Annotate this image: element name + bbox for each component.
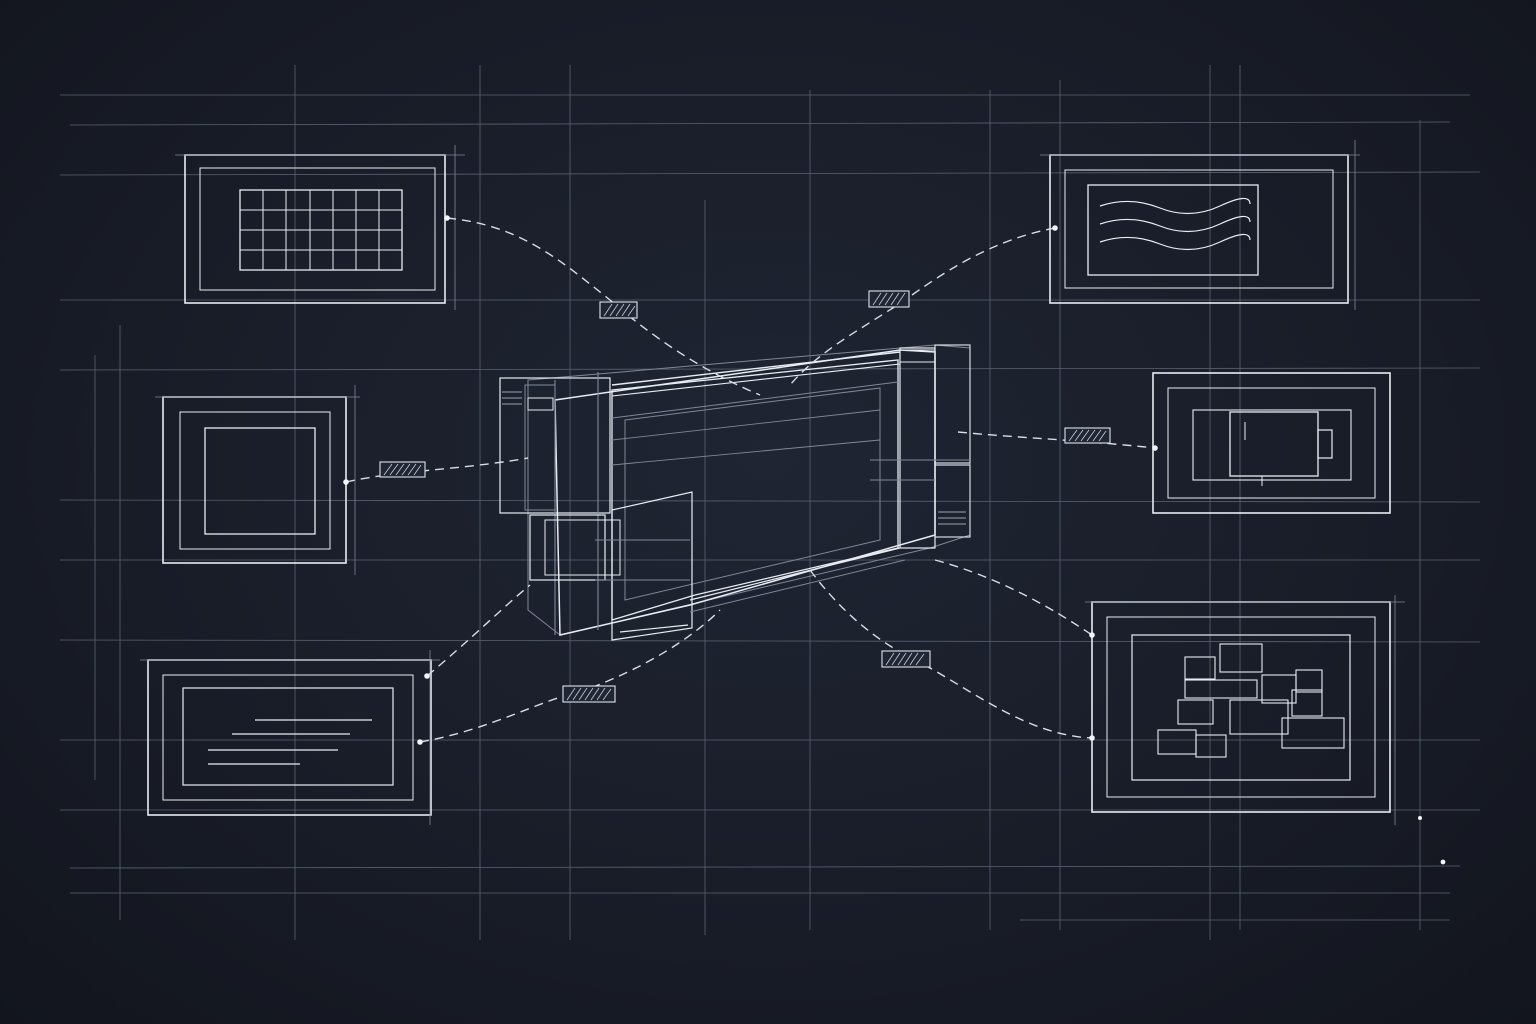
grid-icon [239, 189, 403, 271]
text-lines-icon [208, 719, 372, 765]
connector-tag [379, 461, 426, 478]
connector-tag [868, 290, 910, 308]
connector-tag [599, 301, 638, 319]
block-layout-icon [1157, 643, 1345, 758]
frame-panel [155, 385, 360, 575]
guide-grid [59, 65, 1481, 940]
connector-tag [881, 650, 931, 668]
square-frame-icon [204, 427, 316, 535]
wave-panel [1040, 140, 1360, 310]
grid-panel [175, 145, 465, 310]
wireframe-3d-panel [499, 344, 971, 641]
connector-dots [343, 215, 1446, 865]
connector-tag [562, 685, 616, 703]
blocks-panel [1085, 595, 1405, 825]
text-lines-panel [140, 650, 440, 825]
device-panel [1152, 372, 1391, 514]
wave-icon [1099, 197, 1251, 251]
connector-tags [379, 290, 1111, 703]
connector-tag [1064, 427, 1111, 444]
device-icon [1229, 411, 1333, 486]
connectors [345, 217, 1156, 743]
